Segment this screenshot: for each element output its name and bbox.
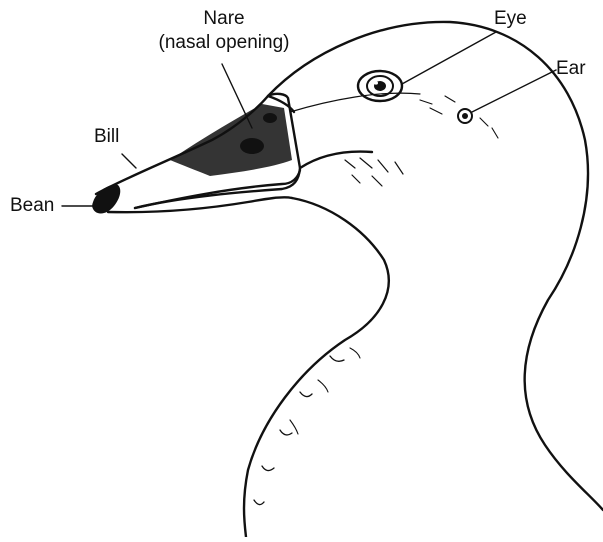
jaw-line [300, 152, 372, 168]
lower-mandible [108, 197, 292, 212]
ear-dot [462, 113, 468, 119]
neck-outline [244, 198, 389, 537]
leader-ear [472, 70, 556, 112]
nare-opening [240, 138, 264, 154]
label-bill: Bill [94, 126, 119, 148]
label-nare-sub: (nasal opening) [142, 32, 306, 54]
leader-bill [122, 154, 136, 168]
label-nare-title: Nare [168, 8, 280, 30]
label-bean: Bean [10, 195, 54, 217]
head-outline [268, 22, 603, 510]
label-nare: Nare [168, 8, 280, 30]
label-ear: Ear [556, 58, 586, 80]
leader-eye [402, 32, 496, 84]
label-eye: Eye [494, 8, 527, 30]
bean-nail [92, 184, 120, 214]
